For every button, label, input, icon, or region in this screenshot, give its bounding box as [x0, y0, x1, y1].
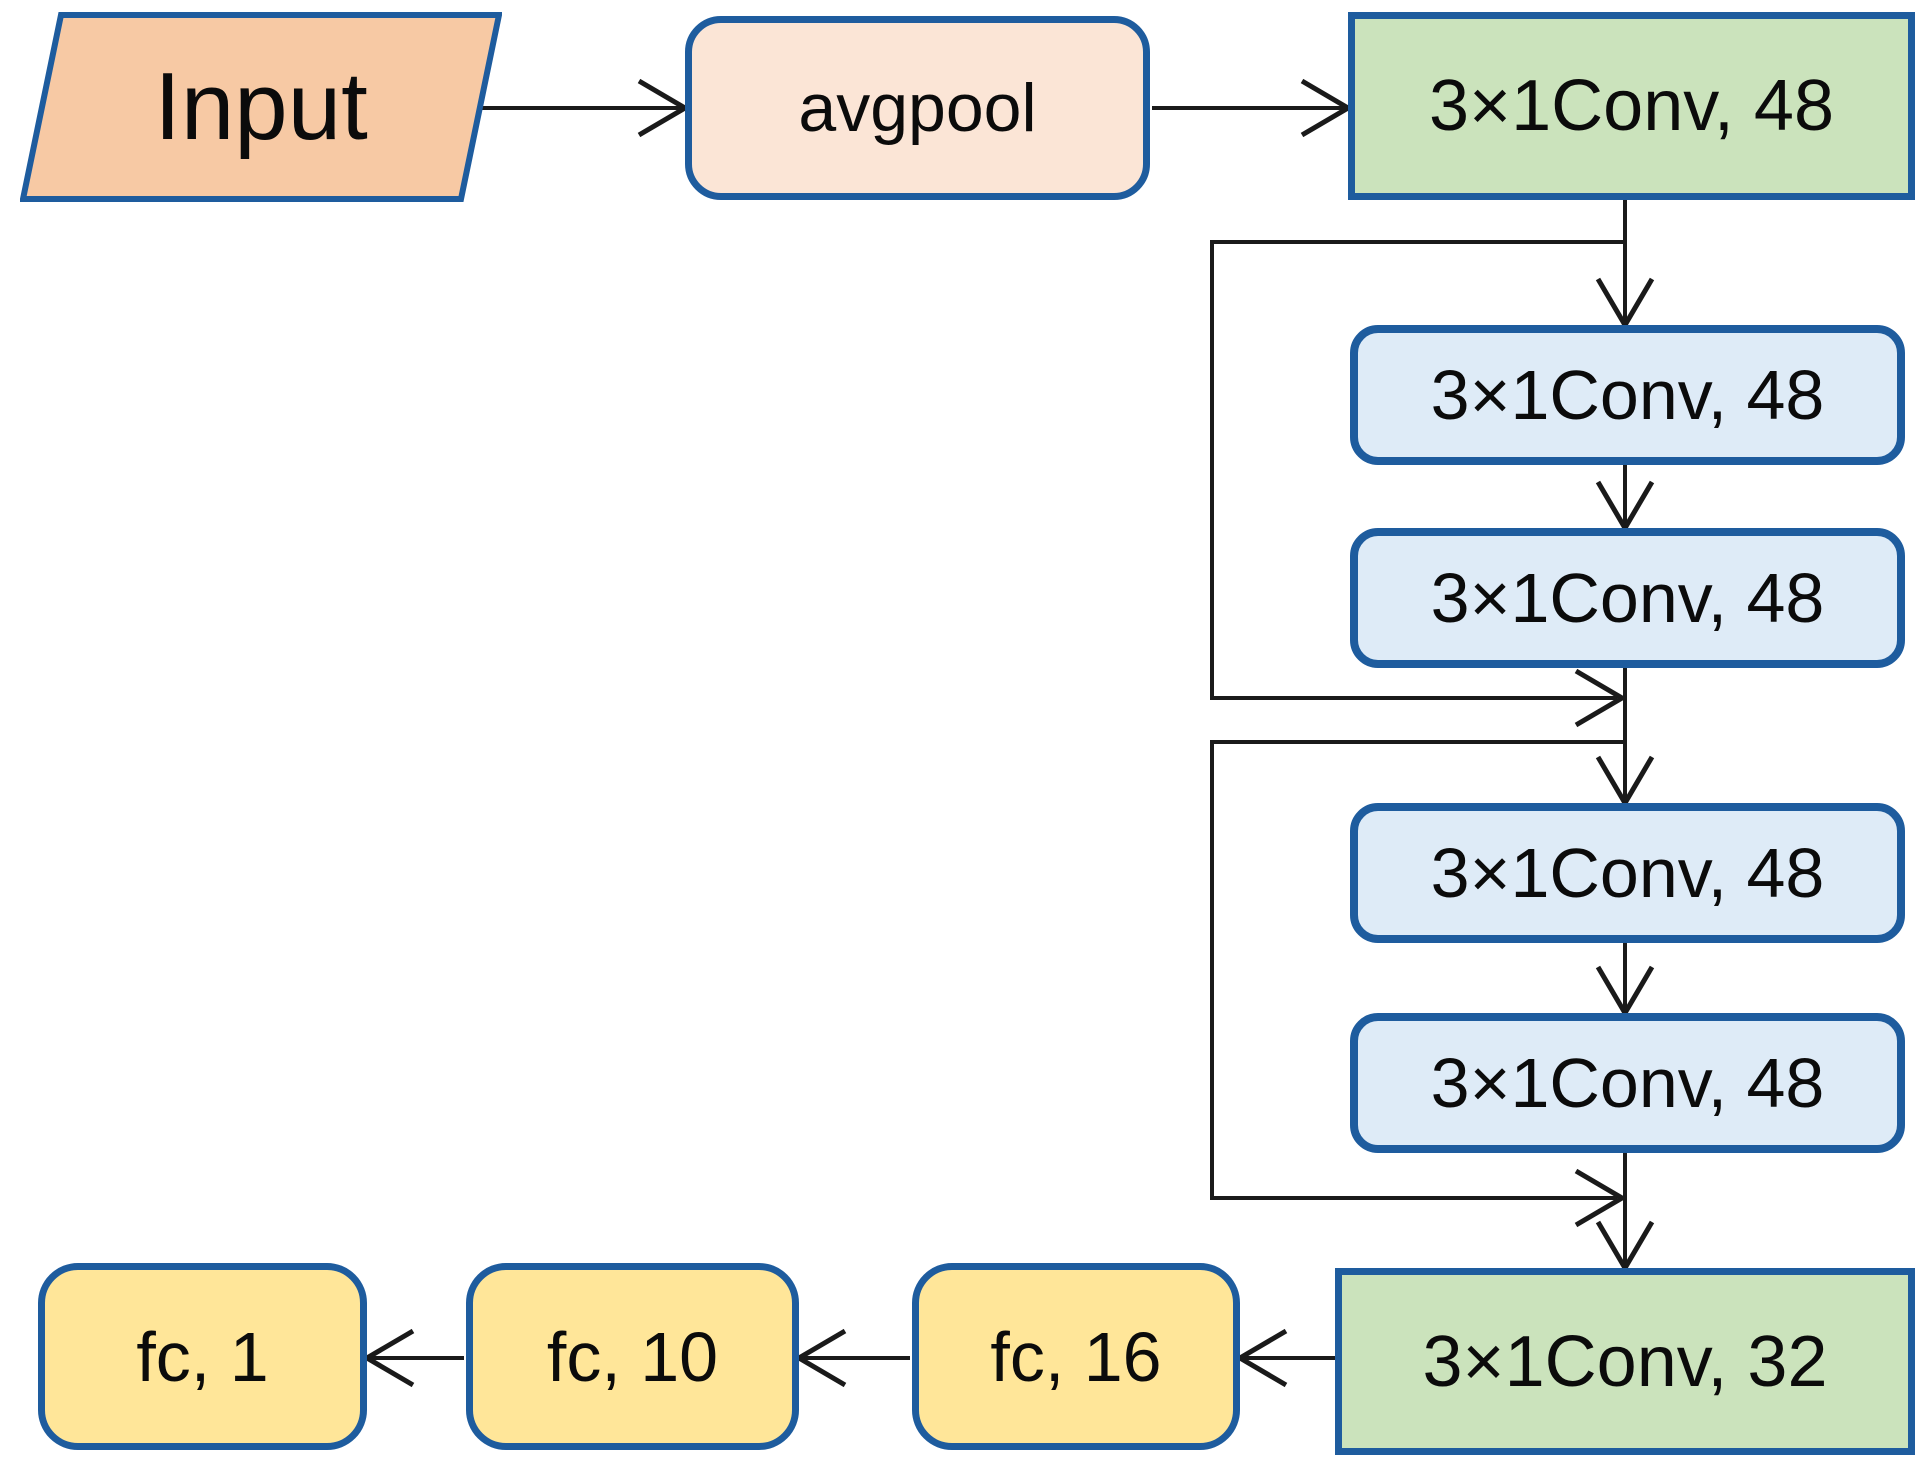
edge-sum1-res2conv1	[1595, 668, 1655, 808]
edge-sum2-convbottom	[1595, 1153, 1655, 1273]
edge-fc10-fc1	[362, 1328, 464, 1388]
edge-res1conv1-res1conv2	[1595, 465, 1655, 533]
parallelogram-shape	[19, 12, 503, 202]
node-conv-bottom-label: 3×1Conv, 32	[1422, 1321, 1828, 1402]
arrow-right-icon	[1574, 1168, 1627, 1228]
node-input: Input	[19, 12, 503, 202]
node-res1-conv2-label: 3×1Conv, 48	[1430, 559, 1825, 637]
node-fc10-label: fc, 10	[546, 1317, 719, 1396]
node-avgpool-label: avgpool	[798, 70, 1037, 146]
node-input-label: Input	[154, 53, 368, 160]
node-res1-conv2: 3×1Conv, 48	[1350, 528, 1905, 668]
edge-convtop-res1conv1	[1595, 200, 1655, 330]
node-conv-top-label: 3×1Conv, 48	[1429, 66, 1834, 146]
arrow-right-icon	[1300, 78, 1353, 138]
arrow-right-icon	[637, 78, 690, 138]
edge-input-avgpool	[477, 78, 690, 138]
arrow-down-icon	[1595, 277, 1655, 330]
arrow-left-icon	[794, 1328, 847, 1388]
node-res2-conv1: 3×1Conv, 48	[1350, 803, 1905, 943]
arrow-down-icon	[1595, 965, 1655, 1018]
arrow-left-icon	[362, 1328, 415, 1388]
node-res2-conv1-label: 3×1Conv, 48	[1430, 834, 1825, 912]
edge-fc16-fc10	[794, 1328, 910, 1388]
edge-res2conv1-res2conv2	[1595, 943, 1655, 1018]
arrow-right-icon	[1574, 668, 1627, 728]
arrow-down-icon	[1595, 755, 1655, 808]
edge-avgpool-convtop	[1152, 78, 1353, 138]
arrow-down-icon	[1595, 1220, 1655, 1273]
arrow-left-icon	[1235, 1328, 1288, 1388]
arrow-down-icon	[1595, 480, 1655, 533]
node-conv-top: 3×1Conv, 48	[1348, 12, 1915, 200]
node-res2-conv2: 3×1Conv, 48	[1350, 1013, 1905, 1153]
node-res1-conv1: 3×1Conv, 48	[1350, 325, 1905, 465]
node-fc16-label: fc, 16	[990, 1317, 1162, 1396]
node-fc16: fc, 16	[912, 1263, 1240, 1450]
node-conv-bottom: 3×1Conv, 32	[1335, 1268, 1915, 1455]
node-fc10: fc, 10	[466, 1263, 799, 1450]
node-fc1: fc, 1	[38, 1263, 367, 1450]
node-res1-conv1-label: 3×1Conv, 48	[1430, 356, 1825, 434]
node-avgpool: avgpool	[685, 16, 1150, 200]
edge-convbottom-fc16	[1235, 1328, 1337, 1388]
node-fc1-label: fc, 1	[136, 1317, 269, 1396]
node-res2-conv2-label: 3×1Conv, 48	[1430, 1044, 1825, 1122]
